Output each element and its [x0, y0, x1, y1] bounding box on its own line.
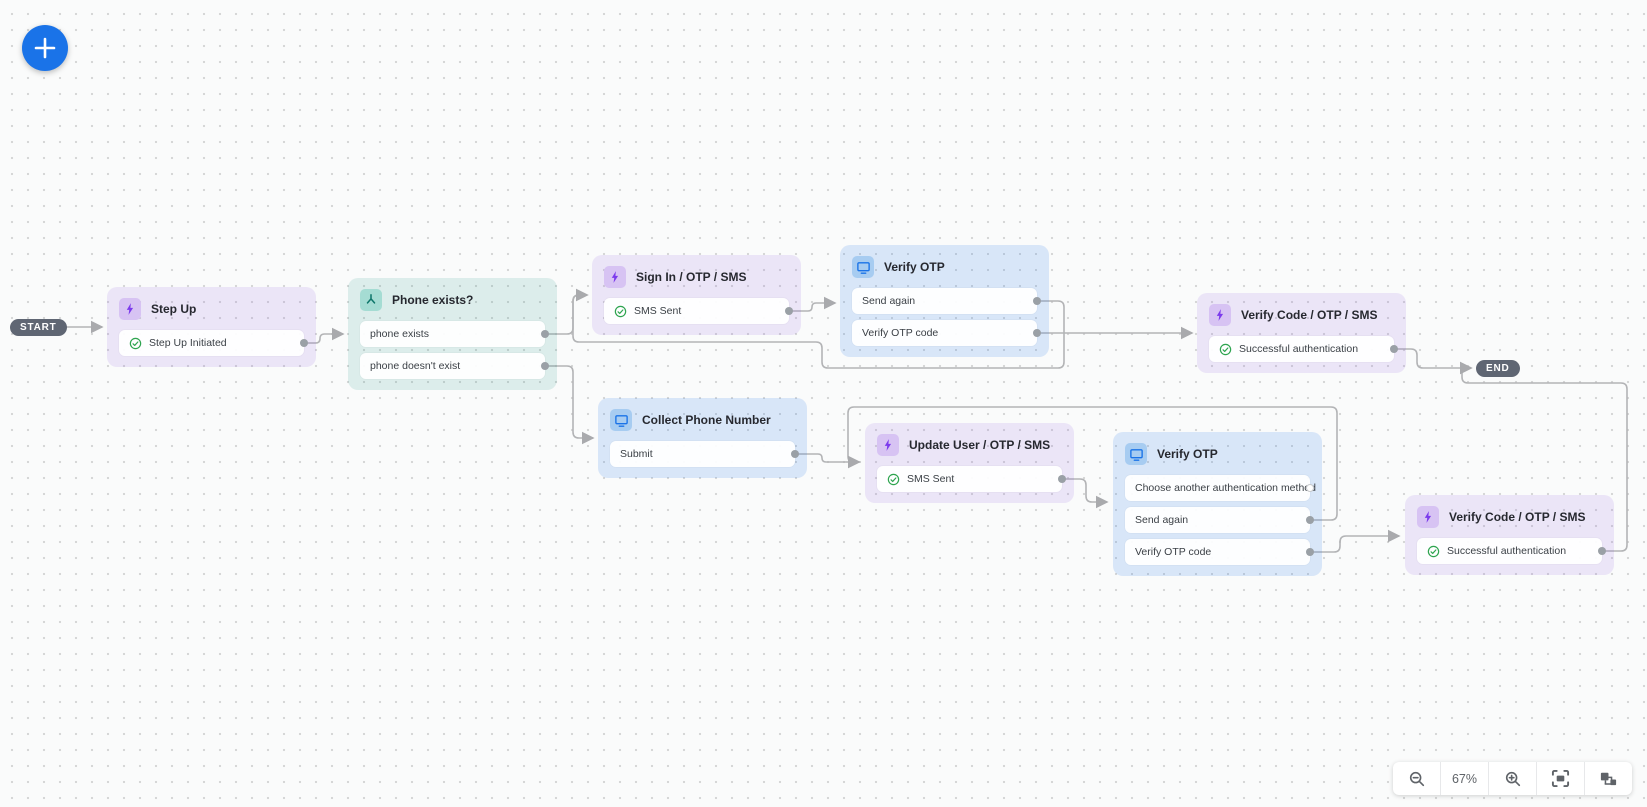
lightning-icon: [604, 266, 626, 288]
magnifier-minus-icon: [1408, 770, 1426, 788]
node-row-label: SMS Sent: [634, 305, 682, 317]
output-port[interactable]: [1033, 329, 1041, 337]
node-row-label: phone doesn't exist: [370, 360, 461, 372]
screen-icon: [852, 256, 874, 278]
node-header: Verify Code / OTP / SMS: [1417, 506, 1602, 528]
output-port[interactable]: [300, 339, 308, 347]
node-header: Collect Phone Number: [610, 409, 795, 431]
node-header: Verify OTP: [852, 256, 1037, 278]
check-circle-icon: [1427, 545, 1440, 558]
start-node[interactable]: START: [10, 319, 67, 336]
node-step-up[interactable]: Step Up Step Up Initiated: [107, 287, 316, 367]
node-header: Update User / OTP / SMS: [877, 434, 1062, 456]
plus-icon: [32, 35, 58, 61]
add-step-button[interactable]: [22, 25, 68, 71]
screen-icon: [1125, 443, 1147, 465]
screen-icon: [610, 409, 632, 431]
node-row[interactable]: Choose another authentication method: [1125, 475, 1316, 501]
zoom-in-button[interactable]: [1488, 762, 1536, 795]
end-node[interactable]: END: [1476, 360, 1520, 377]
node-row-label: phone exists: [370, 328, 429, 340]
node-row[interactable]: Send again: [852, 288, 1041, 314]
node-row[interactable]: phone doesn't exist: [360, 353, 549, 379]
node-row[interactable]: Step Up Initiated: [119, 330, 308, 356]
node-row-label: Choose another authentication method: [1135, 482, 1316, 494]
zoom-level: 67%: [1440, 762, 1488, 795]
node-title: Step Up: [151, 302, 197, 316]
node-row[interactable]: Verify OTP code: [1125, 539, 1314, 565]
magnifier-plus-icon: [1504, 770, 1522, 788]
node-phone-exists[interactable]: Phone exists? phone exists phone doesn't e…: [348, 278, 557, 390]
edge-verify-otp-code-2-to-verify-code-2: [1310, 529, 1401, 553]
output-port[interactable]: [1033, 297, 1041, 305]
node-row[interactable]: SMS Sent: [877, 466, 1066, 492]
output-port[interactable]: [1598, 547, 1606, 555]
node-verify-code-otp-sms-1[interactable]: Verify Code / OTP / SMS Successful authen…: [1197, 293, 1406, 373]
node-header: Verify Code / OTP / SMS: [1209, 304, 1394, 326]
output-port[interactable]: [1306, 516, 1314, 524]
node-header: Phone exists?: [360, 289, 545, 311]
node-header: Sign In / OTP / SMS: [604, 266, 789, 288]
auto-layout-button[interactable]: [1584, 762, 1632, 795]
node-verify-otp-2[interactable]: Verify OTP Choose another authentication …: [1113, 432, 1322, 576]
node-verify-code-otp-sms-2[interactable]: Verify Code / OTP / SMS Successful authen…: [1405, 495, 1614, 575]
node-row[interactable]: Verify OTP code: [852, 320, 1041, 346]
canvas-toolbar: 67%: [1393, 762, 1632, 795]
lightning-icon: [1417, 506, 1439, 528]
node-title: Collect Phone Number: [642, 413, 771, 427]
node-row-label: Send again: [1135, 514, 1189, 526]
node-row[interactable]: phone exists: [360, 321, 549, 347]
node-title: Verify OTP: [1157, 447, 1218, 461]
node-row[interactable]: Send again: [1125, 507, 1314, 533]
node-row-label: SMS Sent: [907, 473, 955, 485]
node-update-user-otp-sms[interactable]: Update User / OTP / SMS SMS Sent: [865, 423, 1074, 503]
output-port[interactable]: [785, 307, 793, 315]
node-title: Sign In / OTP / SMS: [636, 270, 747, 284]
check-circle-icon: [1219, 343, 1232, 356]
node-row[interactable]: Successful authentication: [1209, 336, 1398, 362]
node-row[interactable]: SMS Sent: [604, 298, 793, 324]
node-row-label: Successful authentication: [1447, 545, 1567, 557]
fit-view-icon: [1551, 769, 1570, 788]
node-row-label: Successful authentication: [1239, 343, 1359, 355]
node-title: Update User / OTP / SMS: [909, 438, 1051, 452]
lightning-icon: [1209, 304, 1231, 326]
output-port[interactable]: [1306, 548, 1314, 556]
check-circle-icon: [887, 473, 900, 486]
node-row-label: Verify OTP code: [862, 327, 939, 339]
node-sign-in-otp-sms[interactable]: Sign In / OTP / SMS SMS Sent: [592, 255, 801, 335]
node-title: Verify Code / OTP / SMS: [1449, 510, 1586, 524]
output-port[interactable]: [791, 450, 799, 458]
layout-icon: [1599, 769, 1618, 788]
output-port[interactable]: [541, 362, 549, 370]
output-port[interactable]: [1390, 345, 1398, 353]
lightning-icon: [877, 434, 899, 456]
output-port[interactable]: [1058, 475, 1066, 483]
node-row-label: Step Up Initiated: [149, 337, 227, 349]
node-title: Verify OTP: [884, 260, 945, 274]
node-row-label: Submit: [620, 448, 653, 460]
check-circle-icon: [614, 305, 627, 318]
lightning-icon: [119, 298, 141, 320]
node-row-label: Send again: [862, 295, 916, 307]
node-header: Verify OTP: [1125, 443, 1310, 465]
fit-view-button[interactable]: [1536, 762, 1584, 795]
node-title: Verify Code / OTP / SMS: [1241, 308, 1378, 322]
zoom-out-button[interactable]: [1393, 762, 1440, 795]
node-row[interactable]: Submit: [610, 441, 799, 467]
node-title: Phone exists?: [392, 293, 474, 307]
branch-icon: [360, 289, 382, 311]
check-circle-icon: [129, 337, 142, 350]
node-row-label: Verify OTP code: [1135, 546, 1212, 558]
output-port[interactable]: [1306, 484, 1314, 492]
output-port[interactable]: [541, 330, 549, 338]
node-row[interactable]: Successful authentication: [1417, 538, 1606, 564]
node-header: Step Up: [119, 298, 304, 320]
